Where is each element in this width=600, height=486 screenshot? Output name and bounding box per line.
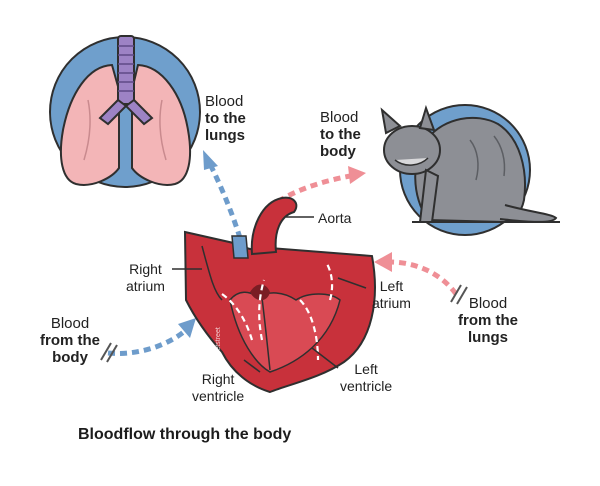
label-aorta: Aorta <box>318 210 352 226</box>
watermark: ©Vetstreet <box>215 327 222 360</box>
label-blood-to-body: Blood to the body <box>320 109 361 160</box>
lungs-illustration <box>49 35 201 188</box>
label-right-atrium: Right atrium <box>126 261 165 294</box>
label-right-ventricle: Right ventricle <box>192 371 245 404</box>
label-left-atrium: Left atrium <box>372 278 411 311</box>
arrow-blood-to-lungs <box>207 162 243 239</box>
heart-illustration <box>183 196 376 394</box>
cat-illustration <box>380 104 560 236</box>
label-blood-from-body: Blood from the body <box>40 315 100 366</box>
caption: Bloodflow through the body <box>78 426 292 443</box>
leader-lines <box>172 216 367 373</box>
arrow-blood-from-body <box>107 328 188 356</box>
arrow-blood-to-body <box>266 173 351 211</box>
aorta <box>250 196 298 256</box>
arrow-blood-from-lungs <box>389 259 459 296</box>
label-blood-from-lungs: Blood from the lungs <box>458 295 518 346</box>
label-left-ventricle: Left ventricle <box>340 361 393 394</box>
flow-arrows <box>100 150 468 363</box>
label-blood-to-lungs: Blood to the lungs <box>205 93 246 144</box>
